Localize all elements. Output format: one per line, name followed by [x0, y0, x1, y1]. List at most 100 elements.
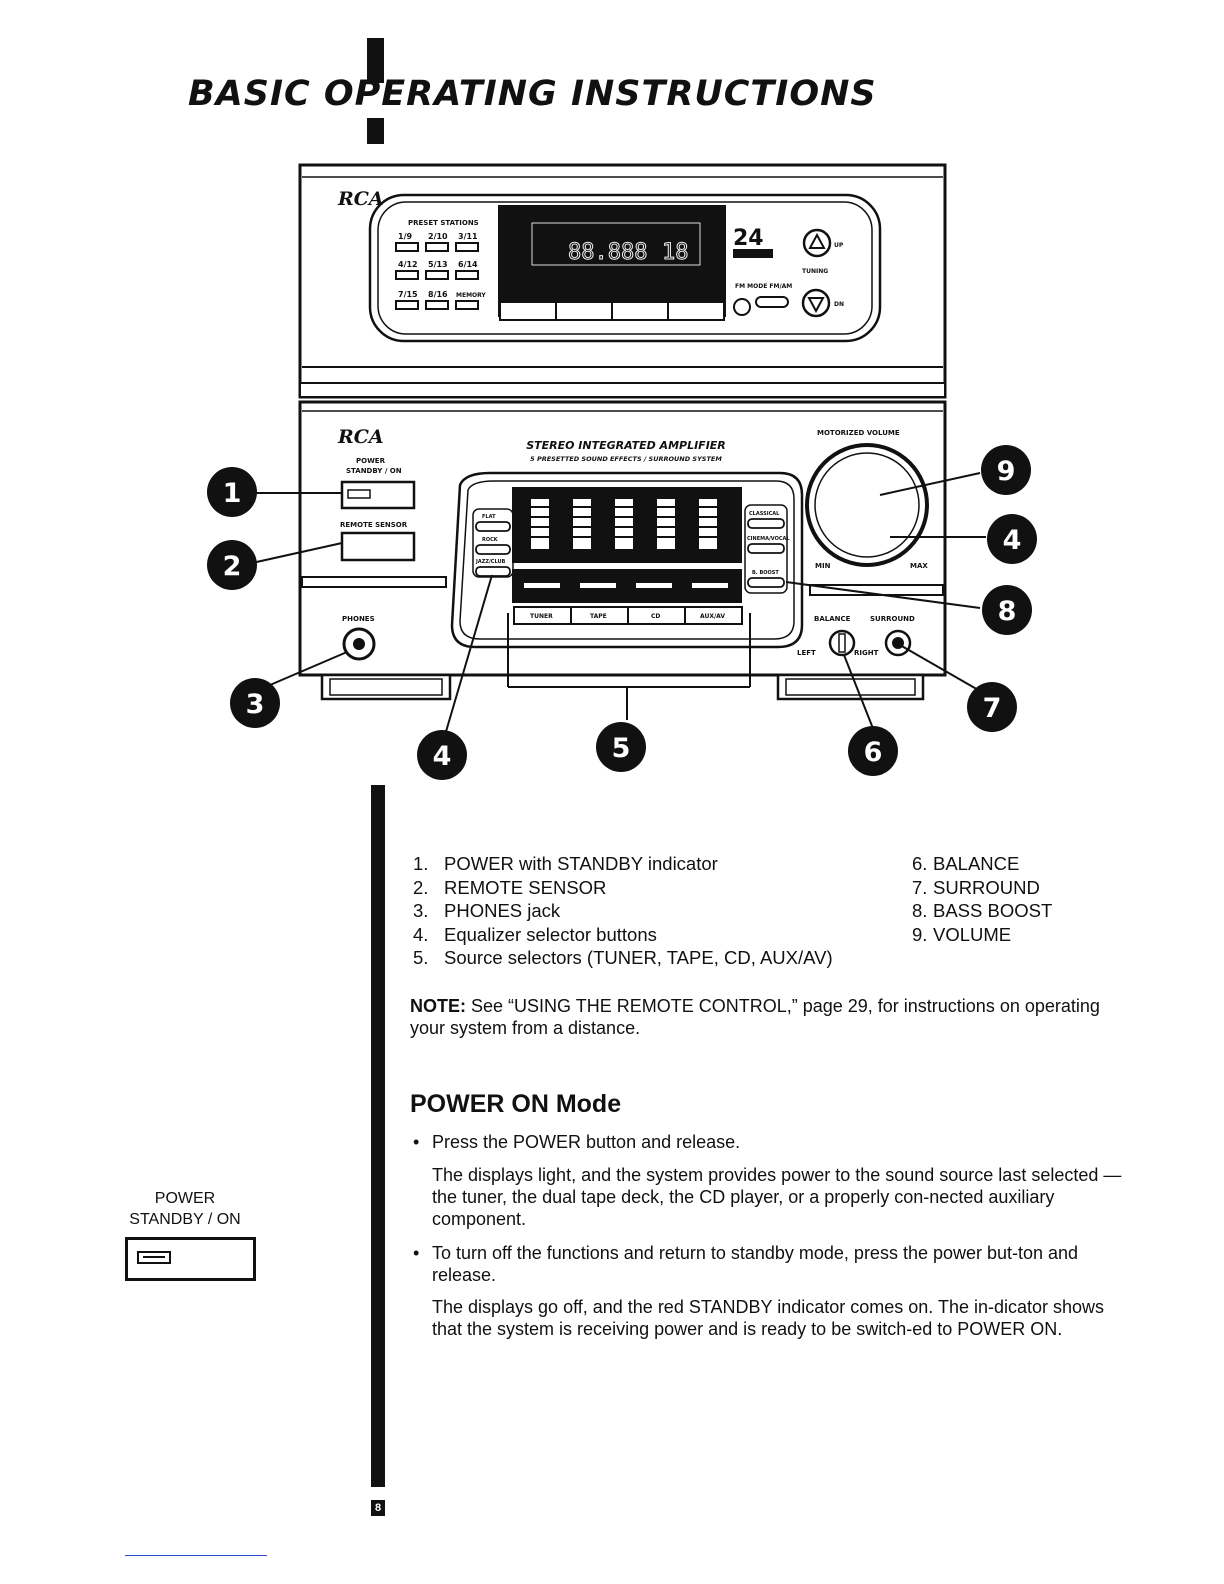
instruction-bullet-2: To turn off the functions and return to …: [432, 1243, 1079, 1285]
callout-label: 1: [223, 478, 242, 509]
power-label: POWER: [356, 457, 386, 465]
bullet-dot: •: [413, 1243, 420, 1263]
legend-item: 7.SURROUND: [912, 876, 1142, 900]
balance-label: BALANCE: [814, 615, 851, 623]
tuning-label: TUNING: [802, 268, 828, 275]
header-bar-top: [367, 38, 384, 83]
eq-cinema-label: CINEMA/VOCAL: [747, 536, 790, 542]
fm-mode-label: FM MODE FM/AM: [735, 283, 792, 290]
balance-right-label: RIGHT: [854, 649, 879, 657]
callout-label: 2: [223, 551, 242, 582]
callout-1: 1: [207, 467, 257, 517]
sidebar-label-line: STANDBY / ON: [129, 1211, 241, 1228]
callout-label: 5: [612, 733, 631, 764]
balance-knob: [828, 629, 856, 657]
legend-item: 1. POWER with STANDBY indicator: [413, 852, 893, 876]
callout-label: 8: [998, 596, 1017, 627]
tuning-up-button: [802, 228, 832, 258]
vertical-rule: [371, 785, 385, 1487]
tuner-brand-logo: RCA: [337, 188, 384, 210]
legend-item-text: Source selectors (TUNER, TAPE, CD, AUX/A…: [444, 947, 833, 968]
amplifier-brand-logo: RCA: [337, 426, 384, 448]
tuner-unit: RCA PRESET STATIONS 1/9 2/10 3/11 4/12 5…: [298, 163, 947, 399]
stereo-front-panel-diagram: RCA PRESET STATIONS 1/9 2/10 3/11 4/12 5…: [207, 163, 1037, 780]
amplifier-title: STEREO INTEGRATED AMPLIFIER: [526, 439, 726, 452]
eq-cinema-button: [747, 543, 785, 554]
standby-indicator-icon: [137, 1251, 171, 1264]
sidebar-power-button-illustration: [125, 1237, 256, 1281]
bass-boost-button: [747, 577, 785, 588]
footer-line: [125, 1555, 267, 1556]
callout-label: 7: [983, 693, 1002, 724]
callout-3: 3: [230, 678, 280, 728]
eq-buttons-right: CLASSICAL CINEMA/VOCAL B. BOOST: [744, 504, 790, 594]
header-bar-bottom: [367, 118, 384, 144]
legend-item-number: 5.: [413, 947, 429, 968]
legend-item-text: PHONES jack: [444, 900, 561, 921]
eq-jazz-label: JAZZ/CLUB: [475, 559, 506, 565]
callout-5: 5: [596, 722, 646, 772]
instruction-paragraph-1: The displays light, and the system provi…: [432, 1165, 1122, 1229]
eq-rock-label: ROCK: [482, 537, 499, 543]
tuner-display: [498, 205, 726, 317]
legend-list-right: 6.BALANCE 7.SURROUND 8.BASS BOOST 9.VOLU…: [912, 852, 1142, 946]
phones-label: PHONES: [342, 615, 375, 623]
eq-buttons-left: FLAT ROCK JAZZ/CLUB: [472, 508, 514, 578]
display-digits: 18: [662, 240, 689, 265]
fm-mode-button: [733, 298, 751, 316]
amplifier-subtitle: 5 PRESETTED SOUND EFFECTS / SURROUND SYS…: [530, 455, 722, 463]
eq-rock-button: [475, 544, 511, 555]
preset-label: 3/11: [458, 232, 478, 241]
callout-badges: 1 2 3 4 4 5 6 7: [207, 445, 1037, 780]
note-paragraph: NOTE: See “USING THE REMOTE CONTROL,” pa…: [410, 995, 1120, 1039]
callout-label: 4: [1003, 525, 1022, 556]
source-tape-label: TAPE: [590, 613, 607, 620]
callout-8: 8: [982, 585, 1032, 635]
preset-label: 7/15: [398, 290, 418, 299]
legend-item: 5. Source selectors (TUNER, TAPE, CD, AUX…: [413, 946, 893, 970]
callout-label: 9: [997, 456, 1016, 487]
legend-item: 6.BALANCE: [912, 852, 1142, 876]
legend-item-text: POWER with STANDBY indicator: [444, 853, 718, 874]
legend-item: 3.PHONES jack: [413, 899, 893, 923]
eq-flat-label: FLAT: [482, 514, 496, 520]
callout-label: 3: [246, 689, 265, 720]
fm-am-button: [755, 296, 789, 308]
callout-label: 6: [864, 737, 883, 768]
callout-9: 9: [981, 445, 1031, 495]
source-aux-label: AUX/AV: [700, 613, 725, 620]
preset-label: 5/13: [428, 260, 448, 269]
legend-item-text: BASS BOOST: [933, 900, 1053, 921]
bullet-dot: •: [413, 1132, 420, 1152]
legend-item-text: REMOTE SENSOR: [444, 876, 607, 898]
legend-item-number: 1.: [413, 853, 429, 874]
preset-label: 4/12: [398, 260, 418, 269]
legend-item-number: 2.: [413, 876, 429, 898]
instruction-paragraph-2: The displays go off, and the red STANDBY…: [432, 1297, 1105, 1339]
note-label: NOTE:: [410, 996, 466, 1016]
callout-2: 2: [207, 540, 257, 590]
eq-jazz-button: [475, 566, 511, 577]
legend-item: 4.Equalizer selector buttons: [413, 923, 893, 947]
bass-boost-label: B. BOOST: [752, 570, 779, 576]
volume-min-label: MIN: [815, 562, 831, 570]
preset-label: 6/14: [458, 260, 478, 269]
legend-item-number: 4.: [413, 923, 429, 945]
legend-item-number: 9.: [912, 923, 928, 945]
legend-item-text: SURROUND: [933, 876, 1040, 898]
legend-list-left: 1. POWER with STANDBY indicator 2. REMOTE …: [413, 852, 893, 970]
legend-item-number: 8.: [912, 900, 928, 921]
eq-flat-button: [475, 521, 511, 532]
remote-sensor-label: REMOTE SENSOR: [340, 521, 408, 529]
volume-max-label: MAX: [910, 562, 928, 570]
standby-on-label: STANDBY / ON: [346, 467, 402, 475]
eq-classical-label: CLASSICAL: [749, 511, 780, 517]
source-selectors: TUNER TAPE CD AUX/AV: [513, 606, 743, 625]
legend-item-number: 7.: [912, 876, 928, 898]
section-heading: POWER ON Mode: [410, 1090, 622, 1118]
preset-label: 1/9: [398, 232, 412, 241]
page-title: BASIC OPERATING INSTRUCTIONS: [188, 74, 877, 114]
callout-label: 4: [433, 741, 452, 772]
sidebar-power-label: POWER STANDBY / ON: [110, 1188, 260, 1230]
legend-item-number: 6.: [912, 853, 928, 874]
